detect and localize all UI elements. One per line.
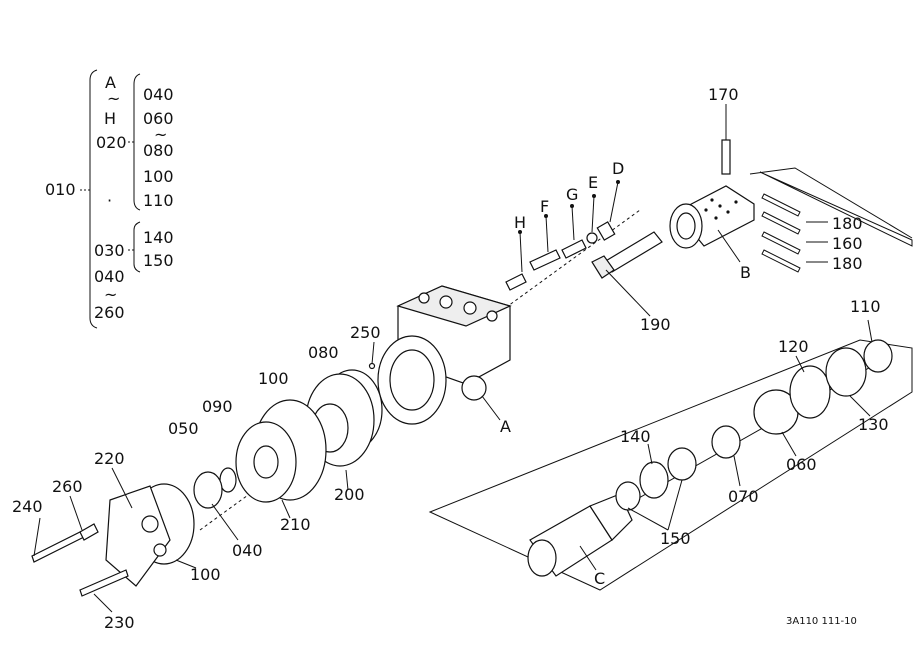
callout-040: 040: [232, 541, 263, 560]
callout-080: 080: [308, 343, 339, 362]
part-number-tree: A ~ H 020 040 060 ~ 080 100 110 010 · 03…: [45, 69, 174, 329]
pin-170: [721, 139, 731, 175]
housing: [377, 285, 512, 425]
tree-140: 140: [143, 228, 174, 247]
callout-100-b: 100: [190, 565, 221, 584]
tree-040-b: 040: [94, 267, 125, 286]
callout-050: 050: [168, 419, 199, 438]
callout-260: 260: [52, 477, 83, 496]
tree-080: 080: [143, 141, 174, 160]
callout-a: A: [500, 417, 511, 436]
drive-shaft-190: [591, 231, 663, 279]
callout-labels: 170 180 160 180 B H F G E D 190 250 080 …: [12, 85, 889, 632]
tree-030: 030: [94, 241, 125, 260]
bolts: [31, 523, 129, 597]
callout-160: 160: [832, 234, 863, 253]
gerotor-stack: [219, 369, 383, 503]
callout-100-a: 100: [258, 369, 289, 388]
tree-dot: ·: [107, 191, 112, 210]
check-valve-parts: [505, 221, 616, 291]
tree-tilde-2: ~: [154, 125, 167, 144]
callout-090: 090: [202, 397, 233, 416]
sleeve-b: [669, 185, 755, 249]
tree-110: 110: [143, 191, 174, 210]
callout-170: 170: [708, 85, 739, 104]
callout-180-a: 180: [832, 214, 863, 233]
callout-240: 240: [12, 497, 43, 516]
callout-130: 130: [858, 415, 889, 434]
rings-c: [615, 339, 893, 511]
tree-100: 100: [143, 167, 174, 186]
callout-b: B: [740, 263, 751, 282]
callout-180-b: 180: [832, 254, 863, 273]
callout-h: H: [514, 213, 526, 232]
callout-120: 120: [778, 337, 809, 356]
tree-bracket-lower: [133, 221, 141, 273]
tree-tilde-1: ~: [107, 89, 120, 108]
callout-d: D: [612, 159, 624, 178]
tree-010: 010: [45, 180, 76, 199]
tree-tilde-3: ~: [104, 285, 117, 304]
callout-140: 140: [620, 427, 651, 446]
callout-f: F: [540, 197, 549, 216]
callout-230: 230: [104, 613, 135, 632]
callout-e: E: [588, 173, 598, 192]
springs-160-180: [761, 193, 801, 273]
callout-070: 070: [728, 487, 759, 506]
callout-110: 110: [850, 297, 881, 316]
tree-060: 060: [143, 109, 174, 128]
callout-150: 150: [660, 529, 691, 548]
tree-bracket-outer: [89, 69, 98, 329]
tree-h: H: [104, 109, 116, 128]
sleeve-c: [527, 493, 633, 577]
leader-lines: [33, 104, 873, 613]
callout-250: 250: [350, 323, 381, 342]
callout-g: G: [566, 185, 578, 204]
tree-a: A: [105, 73, 116, 92]
callout-060: 060: [786, 455, 817, 474]
callout-210: 210: [280, 515, 311, 534]
tree-bracket-upper: [133, 73, 141, 211]
tree-020: 020: [96, 133, 127, 152]
drawing-code: 3A110 111-10: [786, 616, 857, 627]
frame-b-sketch: [759, 171, 913, 247]
frame-c: [428, 339, 913, 591]
callout-200: 200: [334, 485, 365, 504]
tree-260: 260: [94, 303, 125, 322]
callout-c: C: [594, 569, 605, 588]
callout-190: 190: [640, 315, 671, 334]
callout-220: 220: [94, 449, 125, 468]
leader-dots: [368, 180, 620, 370]
frame-b: [749, 167, 913, 239]
end-cap-220: [105, 471, 223, 587]
tree-150: 150: [143, 251, 174, 270]
tree-040: 040: [143, 85, 174, 104]
